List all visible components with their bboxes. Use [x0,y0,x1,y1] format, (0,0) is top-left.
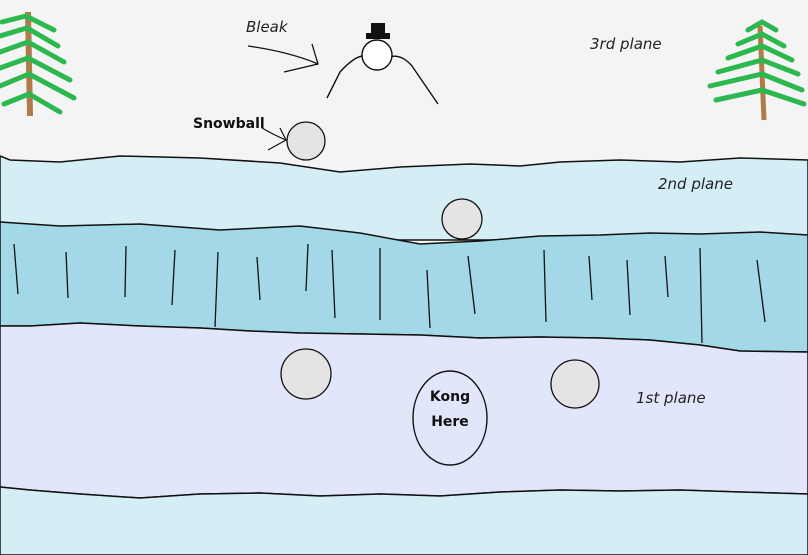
snowball-label: Snowball [193,116,265,132]
ice-cliff-streaks [13,243,766,344]
snowball-icon [280,348,332,400]
first-plane-area [0,322,808,499]
kong-label-line2: Here [431,414,469,430]
top-hat-icon [366,23,390,39]
snowball-icon [286,121,326,161]
pine-tree-icon [707,19,807,121]
snowball-pointer-arrow [261,127,287,151]
kong-spawn-marker [412,370,488,466]
first-plane-label: 1st plane [636,389,706,407]
kong-label: Kong Here [413,385,487,435]
third-plane-area [0,0,808,160]
kong-label-line1: Kong [429,389,471,405]
snowball-icon [550,359,600,409]
bleak-label: Bleak [246,18,288,36]
bottom-ice-strip [0,486,808,555]
third-plane-label: 3rd plane [590,35,662,53]
bleak-pointer-arrow [247,43,319,73]
pine-tree-icon [0,11,77,117]
second-plane-label: 2nd plane [658,175,733,193]
snowball-icon [441,198,483,240]
second-plane-area [0,155,808,241]
snowman-bleak-icon [326,39,439,105]
